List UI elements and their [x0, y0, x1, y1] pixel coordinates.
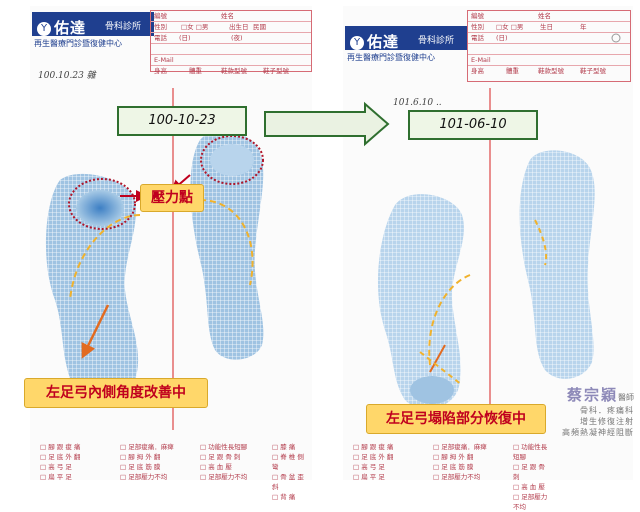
arch-curve-right-sheet-right [534, 219, 548, 266]
doctor-specialty-1: 骨科．疼痛科 [580, 406, 634, 415]
clinic-logo-icon: Y [350, 35, 364, 50]
clinic-logo-icon: Y [37, 21, 51, 36]
pressure-point-callout: 壓力點 [140, 184, 204, 212]
arch-direction-line-right [429, 344, 446, 373]
arch-direction-arrow-left [81, 304, 110, 359]
date-label-right: 101-06-10 [408, 110, 538, 140]
form-row-record: 編號 姓名 [151, 11, 311, 22]
clinic-name: 佑達 [54, 19, 87, 37]
form-row-phone: 電話 (日) (夜) [151, 33, 311, 44]
arch-curve-left-foot [69, 214, 141, 301]
handwritten-date-right: 101.6.10 .. [393, 98, 442, 108]
footprint-right-sheet-left-foot [377, 194, 464, 409]
form-row-body: 身高 體重 鞋款型號 鞋子型號 [154, 67, 289, 75]
symptom-checklist-right: □ 腳 跟 痠 痛 □ 足 底 外 翻 □ 高 弓 足 □ 扁 平 足 □ 足部… [353, 443, 548, 511]
doctor-title: 醫師 [618, 393, 634, 402]
pressure-ring-left [68, 178, 136, 230]
caption-left: 左足弓內側角度改善中 [24, 378, 208, 408]
doctor-name: 蔡宗穎 [566, 386, 618, 404]
handwritten-date-left: 100.10.23 雜 [38, 71, 96, 81]
pressure-ring-right [200, 135, 264, 185]
footprint-left-sheet-right-foot [190, 131, 264, 360]
pressure-hotspot-left [76, 190, 124, 226]
form-row-sex: 性別 □女 □男 出生日 民國 [151, 22, 311, 33]
clinic-subtitle-right: 再生醫療門診暨復健中心 [347, 53, 435, 62]
footprint-right-sheet-right-foot [519, 150, 595, 379]
footprint-overlay [45, 33, 621, 430]
footprint-left-sheet-left-foot [45, 173, 139, 403]
arch-curve-right-foot [199, 199, 254, 286]
date-label-left: 100-10-23 [117, 106, 247, 136]
arch-curve-right-sheet-left [428, 274, 471, 366]
patient-form: 編號 姓名 性別 □女 □男 出生日 民國 電話 (日) (夜) E-Mail … [150, 10, 312, 75]
clinic-type: 骨科診所 [105, 22, 142, 32]
form-row-blank [151, 44, 311, 55]
caption-right: 左足弓塌陷部分恢復中 [366, 404, 546, 434]
doctor-specialty-3: 高頻熱凝神經阻斷 [562, 428, 634, 437]
stamp-circle [611, 33, 621, 43]
patient-form-right: 編號 姓名 性別 □女 □男 生日 年 電話 (日) E-Mail 身高 體重 … [467, 10, 631, 82]
symptom-checklist-left: □ 腳 跟 痠 痛 □ 足 底 外 翻 □ 高 弓 足 □ 扁 平 足 □ 足部… [40, 443, 304, 501]
doctor-info: 蔡宗穎醫師 骨科．疼痛科 增生修復注射 高頻熱凝神經阻斷 [520, 384, 634, 438]
clinic-subtitle: 再生醫療門診暨復健中心 [34, 39, 122, 48]
progression-arrow [264, 101, 390, 147]
form-row-email: E-Mail [151, 55, 311, 66]
doctor-specialty-2: 增生修復注射 [580, 417, 634, 426]
